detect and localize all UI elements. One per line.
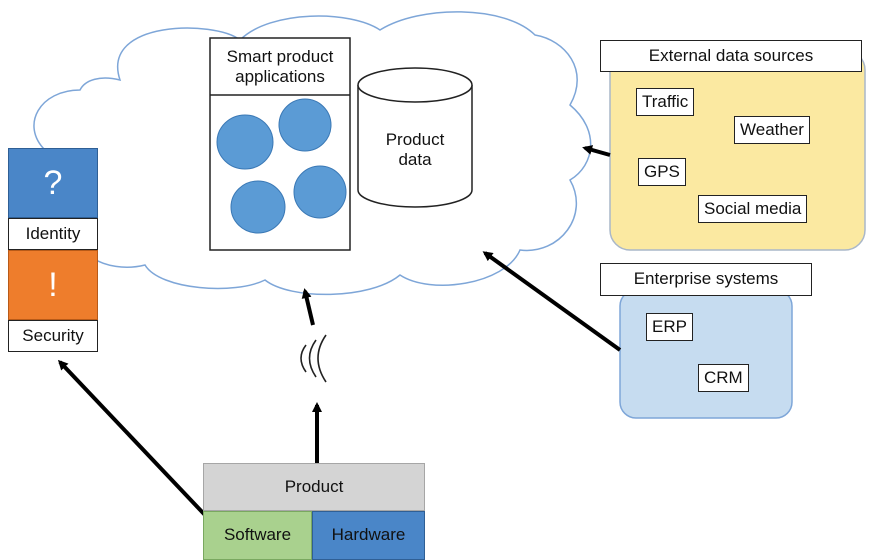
arrow-external-to-cloud <box>582 145 611 157</box>
external-item-traffic: Traffic <box>636 88 695 116</box>
external-item-gps: GPS <box>638 158 686 186</box>
arrow-software-to-security <box>57 359 207 517</box>
product-data-label: Product data <box>385 129 445 169</box>
external-item-social-media: Social media <box>698 195 808 223</box>
security-label: Security <box>8 320 98 352</box>
software-block: Software <box>203 511 312 560</box>
apps-title: Smart product applications <box>226 46 334 86</box>
enterprise-item-crm: CRM <box>698 364 749 392</box>
product-block: Product <box>203 463 425 511</box>
hardware-block: Hardware <box>312 511 425 560</box>
app-circle <box>216 114 274 170</box>
security-symbol-block: ! <box>8 250 98 320</box>
app-circle <box>230 180 286 234</box>
identity-label: Identity <box>8 218 98 250</box>
enterprise-title: Enterprise systems <box>600 263 812 296</box>
app-circle <box>293 165 347 219</box>
arrow-signal-to-cloud <box>301 288 315 326</box>
enterprise-item-erp: ERP <box>646 313 693 341</box>
external-title: External data sources <box>600 40 862 72</box>
wireless-signal-icon <box>300 334 327 383</box>
arrow-enterprise-to-cloud <box>482 251 622 352</box>
product-data-cylinder <box>357 67 473 208</box>
enterprise-panel <box>619 289 793 419</box>
identity-symbol-block: ? <box>8 148 98 218</box>
external-item-weather: Weather <box>734 116 810 144</box>
app-circle <box>278 98 332 152</box>
